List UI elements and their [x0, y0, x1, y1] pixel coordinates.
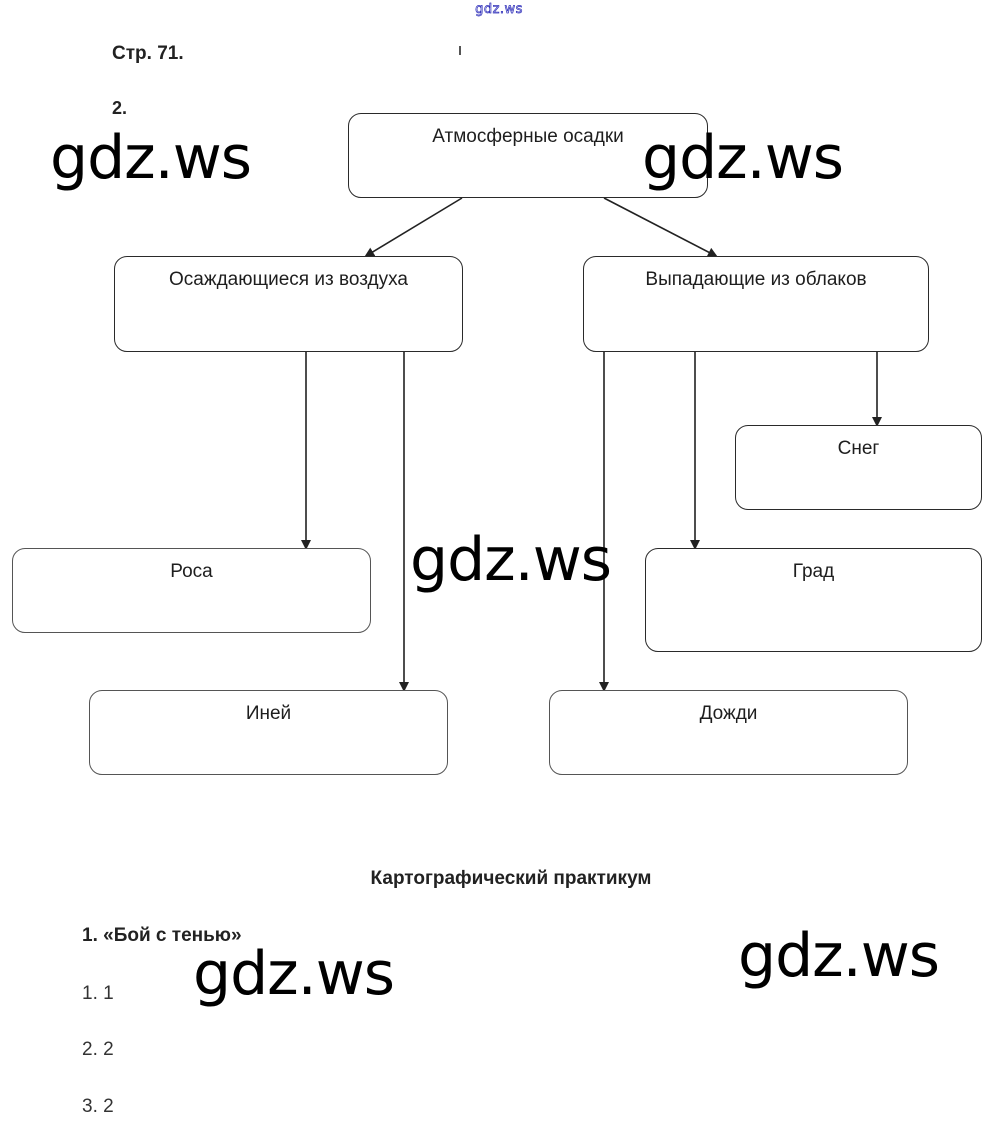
node-left-branch-label: Осаждающиеся из воздуха: [169, 269, 408, 290]
stray-mark: [459, 46, 461, 55]
node-sneg: Снег: [735, 425, 982, 510]
watermark: gdz.ws: [642, 123, 844, 193]
page-label: Стр. 71.: [112, 43, 184, 64]
watermark: gdz.ws: [738, 921, 940, 991]
watermark: gdz.ws: [193, 939, 395, 1009]
watermark: gdz.ws: [50, 123, 252, 193]
node-left-branch: Осаждающиеся из воздуха: [114, 256, 463, 352]
node-root: Атмосферные осадки: [348, 113, 708, 198]
node-dozhdi: Дожди: [549, 690, 908, 775]
site-link[interactable]: gdz.ws: [475, 2, 523, 18]
node-dozhdi-label: Дожди: [699, 703, 758, 724]
node-rosa-label: Роса: [170, 561, 213, 582]
node-iney-label: Иней: [245, 703, 292, 724]
arrow-root-to-right: [603, 197, 718, 257]
answer-item: 1. 1: [82, 983, 114, 1004]
node-rosa: Роса: [12, 548, 371, 633]
node-sneg-label: Снег: [837, 438, 880, 459]
node-root-label: Атмосферные осадки: [432, 126, 624, 147]
node-right-branch-label: Выпадающие из облаков: [645, 269, 867, 290]
subsection-title: 1. «Бой с тенью»: [82, 925, 242, 946]
section-title: Картографический практикум: [370, 868, 652, 889]
arrow-root-to-left: [364, 197, 463, 258]
task-number: 2.: [112, 98, 128, 118]
answer-item: 3. 2: [82, 1096, 114, 1117]
node-iney: Иней: [89, 690, 448, 775]
watermark: gdz.ws: [410, 525, 612, 595]
answer-item: 2. 2: [82, 1039, 114, 1060]
node-grad-label: Град: [792, 561, 835, 582]
node-grad: Град: [645, 548, 982, 652]
node-right-branch: Выпадающие из облаков: [583, 256, 929, 352]
